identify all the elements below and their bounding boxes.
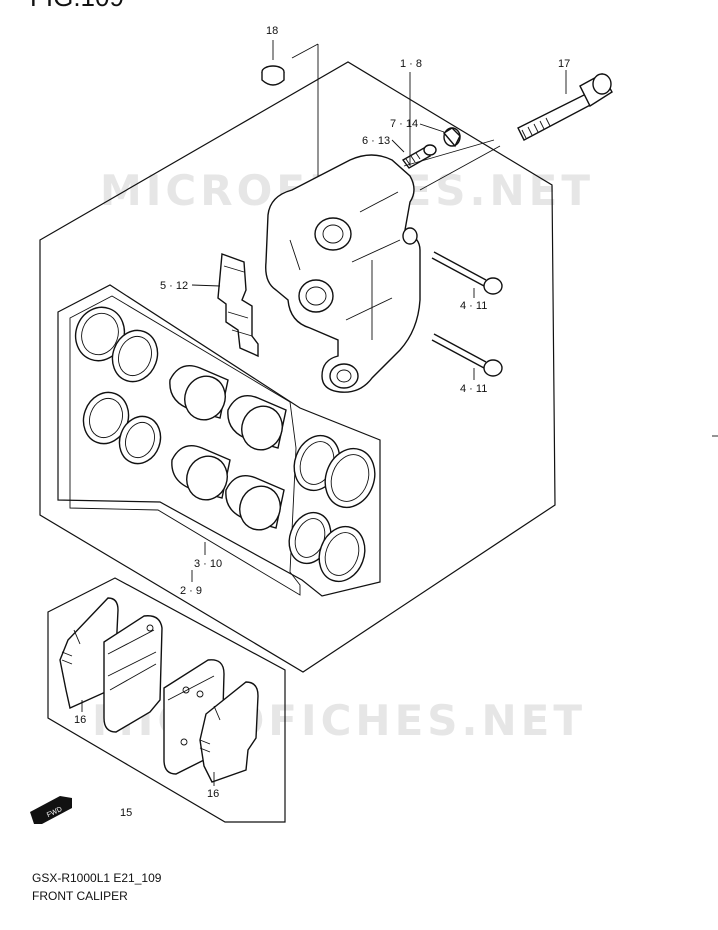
callout-5-12: 5 · 12 bbox=[160, 280, 188, 292]
callout-7-14: 7 · 14 bbox=[390, 118, 418, 130]
callout-4-11-lower: 4 · 11 bbox=[460, 383, 487, 395]
pad-set-outline bbox=[47, 577, 286, 823]
pad-pin-part-4-upper bbox=[431, 251, 503, 295]
seal-kit-outline bbox=[57, 284, 381, 597]
caliper-assembly-outline bbox=[39, 61, 556, 673]
callout-17: 17 bbox=[558, 58, 570, 70]
brake-pad-left bbox=[103, 615, 163, 733]
mounting-bolt-part-17 bbox=[517, 73, 613, 141]
pad-pin-part-4-lower bbox=[431, 333, 503, 377]
callout-16-left: 16 bbox=[74, 714, 86, 726]
piston-kit-outline bbox=[69, 295, 301, 596]
diagram-caption: FRONT CALIPER bbox=[32, 889, 128, 903]
forward-direction-arrow: FWD bbox=[30, 796, 72, 824]
callout-6-13: 6 · 13 bbox=[362, 135, 390, 147]
model-code: GSX-R1000L1 E21_109 bbox=[32, 871, 162, 885]
pad-spring-part-5 bbox=[217, 253, 259, 358]
caliper-body-part-1 bbox=[265, 154, 421, 393]
seal-rings-right bbox=[288, 434, 376, 583]
callout-2-9: 2 · 9 bbox=[180, 585, 202, 597]
cap-part-18 bbox=[261, 65, 285, 86]
seal-rings-left bbox=[74, 306, 162, 465]
callout-16-right: 16 bbox=[207, 788, 219, 800]
shim-part-16-right bbox=[199, 681, 259, 783]
pistons bbox=[169, 365, 287, 531]
callout-18: 18 bbox=[266, 25, 278, 37]
bleeder-cap-part-7 bbox=[442, 127, 461, 148]
figure-title: FIG.109 bbox=[30, 0, 124, 12]
callout-15: 15 bbox=[120, 807, 132, 819]
callout-3-10: 3 · 10 bbox=[194, 558, 222, 570]
callout-1-8: 1 · 8 bbox=[400, 58, 422, 70]
callout-4-11-upper: 4 · 11 bbox=[460, 300, 487, 312]
